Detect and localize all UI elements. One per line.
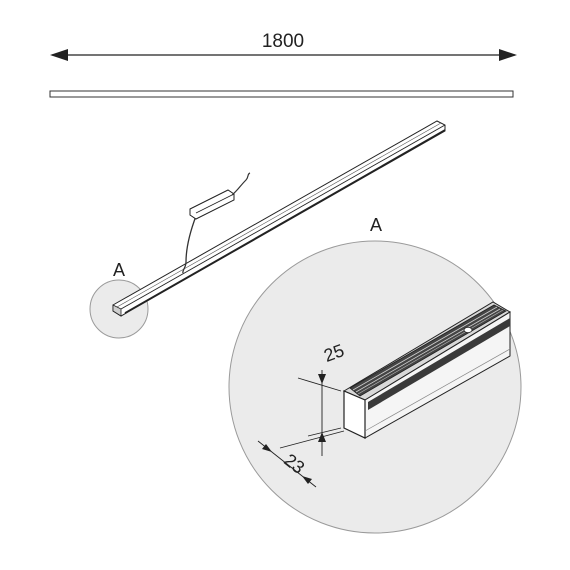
profile-end-face xyxy=(112,304,122,317)
profile-detail-channel-rib-3 xyxy=(357,309,504,395)
length-arrow-left xyxy=(50,49,68,61)
driver-cable-input xyxy=(231,172,251,196)
profile-top-view xyxy=(49,90,514,98)
profile-edge-top xyxy=(120,124,446,310)
profile-detail-channel-rib-1 xyxy=(352,306,498,391)
length-dimension: 1800 xyxy=(50,31,517,61)
length-arrow-right xyxy=(499,49,517,61)
profile-detail-channel-rib-2 xyxy=(355,308,501,393)
profile-perspective-view xyxy=(112,120,446,317)
width-extension-left xyxy=(279,430,345,449)
profile-dark-band xyxy=(124,129,446,314)
profile-detail xyxy=(342,301,511,439)
driver-cable-output xyxy=(182,215,197,274)
profile-edge-groove xyxy=(116,122,442,308)
driver-box xyxy=(189,189,235,220)
width-arrow-right xyxy=(302,476,312,484)
profile-detail-dark-band xyxy=(368,318,510,410)
width-arrow-left xyxy=(262,444,272,452)
callout-label-overview: A xyxy=(113,260,125,280)
profile-detail-mount-hole xyxy=(463,326,473,333)
height-arrow-top xyxy=(318,374,326,384)
driver-box-edge xyxy=(195,193,235,214)
length-dimension-text: 1800 xyxy=(262,31,304,52)
height-extension-top xyxy=(297,377,342,392)
height-extension-bottom xyxy=(307,427,342,437)
callout-label-detail: A xyxy=(370,215,382,235)
profile-detail-end-face xyxy=(343,390,366,439)
driver-unit xyxy=(182,172,251,274)
profile-detail-edge-bottom xyxy=(364,348,511,432)
